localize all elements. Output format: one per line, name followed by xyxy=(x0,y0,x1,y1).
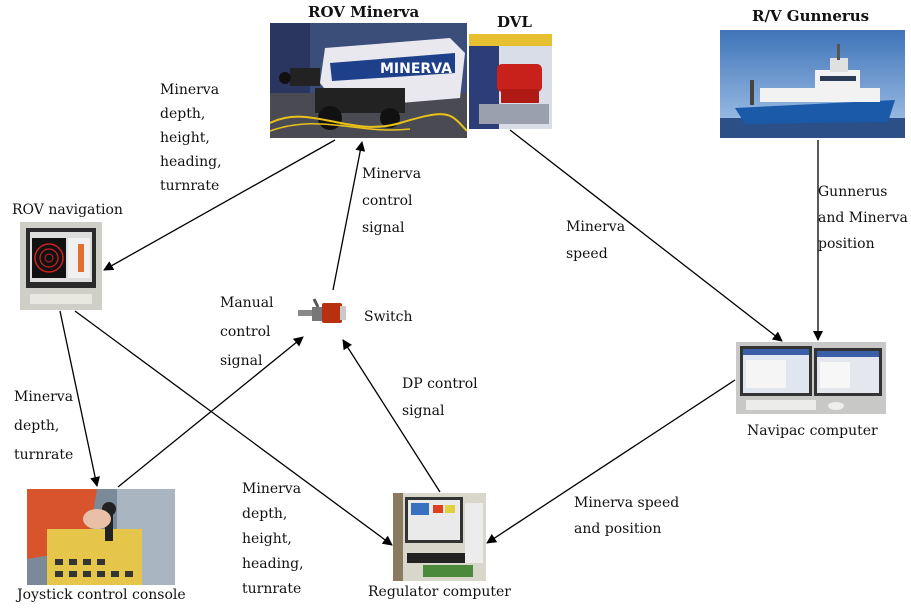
dvl-photo xyxy=(469,34,552,129)
label-line: signal xyxy=(362,220,405,236)
label-line: Minerva xyxy=(566,219,626,235)
label-line: heading, xyxy=(160,154,222,170)
rv-gunnerus-photo xyxy=(720,30,905,138)
label-line: Minerva xyxy=(160,82,220,98)
label-line: Manual xyxy=(220,295,274,311)
edge-joystick-to-switch xyxy=(117,336,304,488)
edge-dvl-to-navipac xyxy=(509,129,783,342)
edge-nav-to-regulator xyxy=(74,310,393,546)
label-line: Minerva xyxy=(14,389,74,405)
label-dvl-to-navipac: Minerva speed xyxy=(566,214,625,268)
regulator-photo xyxy=(393,493,486,581)
label-line: turnrate xyxy=(160,178,220,194)
edge-navipac-to-regulator xyxy=(486,379,736,544)
navipac-photo xyxy=(736,342,886,414)
navipac-label: Navipac computer xyxy=(747,423,878,439)
label-line: turnrate xyxy=(242,581,302,597)
label-line: control xyxy=(220,324,271,340)
rov-brand-text: MINERVA xyxy=(380,61,452,77)
rov-navigation-photo xyxy=(20,222,102,310)
edge-regulator-to-switch xyxy=(342,339,441,493)
label-navipac-to-regulator: Minerva speed and position xyxy=(574,490,679,542)
label-line: depth, xyxy=(160,106,206,122)
label-line: DP control xyxy=(402,376,478,392)
label-line: height, xyxy=(242,531,292,547)
label-line: signal xyxy=(220,353,263,369)
rov-minerva-label: ROV Minerva xyxy=(308,3,420,21)
joystick-photo xyxy=(27,489,175,585)
joystick-label: Joystick control console xyxy=(17,587,186,603)
regulator-label: Regulator computer xyxy=(368,584,511,600)
label-line: Minerva xyxy=(362,166,422,182)
label-switch-to-minerva: Minerva control signal xyxy=(362,161,421,242)
label-minerva-to-nav: Minerva depth, height, heading, turnrate xyxy=(160,78,222,198)
label-gunnerus-to-navipac: Gunnerus and Minerva position xyxy=(818,179,908,257)
rv-gunnerus-label: R/V Gunnerus xyxy=(752,7,870,25)
label-joystick-to-switch: Manual control signal xyxy=(220,289,274,376)
label-line: height, xyxy=(160,130,210,146)
label-line: Minerva xyxy=(242,481,302,497)
label-line: speed xyxy=(566,246,608,262)
rov-navigation-label: ROV navigation xyxy=(12,202,123,218)
switch-label: Switch xyxy=(364,309,413,325)
edge-minerva-to-nav xyxy=(103,139,336,271)
edge-nav-to-joystick xyxy=(59,310,101,487)
label-line: turnrate xyxy=(14,447,74,463)
label-line: and Minerva xyxy=(818,210,908,226)
label-line: control xyxy=(362,193,413,209)
label-line: Gunnerus xyxy=(818,184,888,200)
dvl-label: DVL xyxy=(497,13,532,31)
label-line: Minerva speed xyxy=(574,495,680,511)
label-line: signal xyxy=(402,403,445,419)
label-nav-to-joystick: Minerva depth, turnrate xyxy=(14,383,73,470)
label-nav-to-regulator: Minerva depth, height, heading, turnrate xyxy=(242,477,304,602)
label-line: and position xyxy=(574,521,662,537)
rov-minerva-photo: MINERVA xyxy=(270,23,467,138)
label-line: position xyxy=(818,236,875,252)
label-line: depth, xyxy=(242,506,288,522)
label-line: heading, xyxy=(242,556,304,572)
label-line: depth, xyxy=(14,418,60,434)
label-regulator-to-switch: DP control signal xyxy=(402,371,478,425)
switch-photo xyxy=(296,297,350,329)
edge-switch-to-minerva xyxy=(332,141,366,291)
